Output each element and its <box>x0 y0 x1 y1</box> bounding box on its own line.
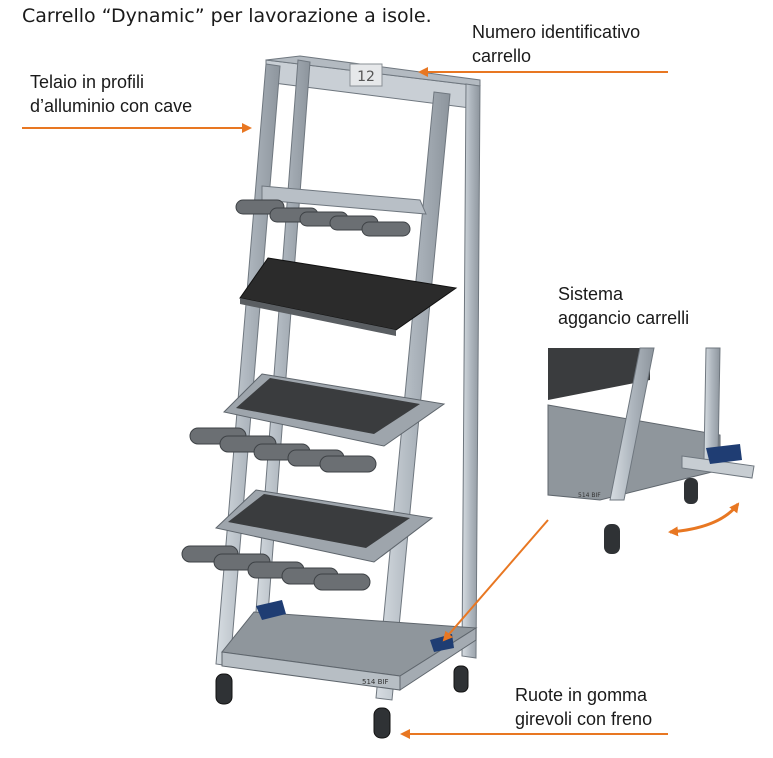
label-id-number: Numero identificativo carrello <box>472 22 641 66</box>
page-title: Carrello “Dynamic” per lavorazione a iso… <box>22 5 432 27</box>
base-platform: 514 BIF <box>221 600 478 691</box>
detail-inset: 514 BIF <box>547 347 755 566</box>
inset-plate-code: 514 BIF <box>578 492 601 499</box>
tray-shelf-lower <box>181 489 434 591</box>
flat-tray <box>239 257 458 336</box>
arrow-rotation <box>668 502 740 537</box>
arrow-coupling <box>442 519 549 642</box>
cart-number-plate: 12 <box>349 63 383 87</box>
label-coupling: Sistema aggancio carrelli <box>558 284 690 328</box>
callout-arrows <box>22 67 740 739</box>
base-plate-code: 514 BIF <box>362 678 388 686</box>
wheels <box>215 665 469 739</box>
label-wheels: Ruote in gomma girevoli con freno <box>515 685 653 729</box>
cart-number-text: 12 <box>357 69 375 85</box>
label-frame: Telaio in profili d’alluminio con cave <box>30 72 193 116</box>
roller-shelf-top <box>235 185 427 237</box>
coupling-handle-rear <box>256 600 286 620</box>
tray-shelf-middle <box>189 373 446 473</box>
